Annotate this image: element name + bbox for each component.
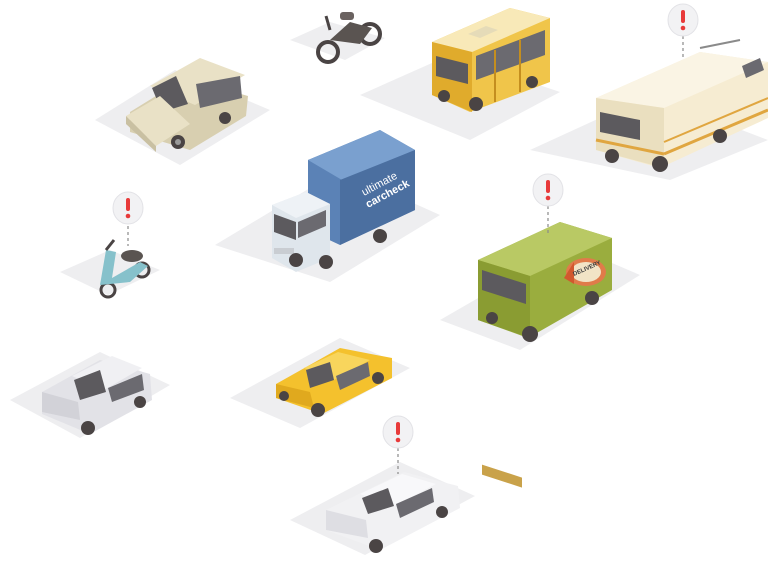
yellow-sedan	[230, 338, 410, 428]
box-truck: ultimate carcheck	[215, 130, 440, 282]
exclamation-alert-icon	[532, 173, 564, 207]
white-sedan	[290, 462, 475, 555]
motorhome	[530, 39, 768, 180]
minibus	[360, 8, 560, 140]
scooter	[60, 239, 160, 299]
exclamation-alert-icon	[382, 415, 414, 449]
hatchback	[10, 352, 170, 438]
exclamation-alert-icon	[667, 3, 699, 37]
station-wagon	[95, 58, 270, 165]
delivery-van: DELIVERY	[440, 222, 640, 488]
motorcycle	[290, 12, 385, 64]
exclamation-alert-icon	[112, 191, 144, 225]
